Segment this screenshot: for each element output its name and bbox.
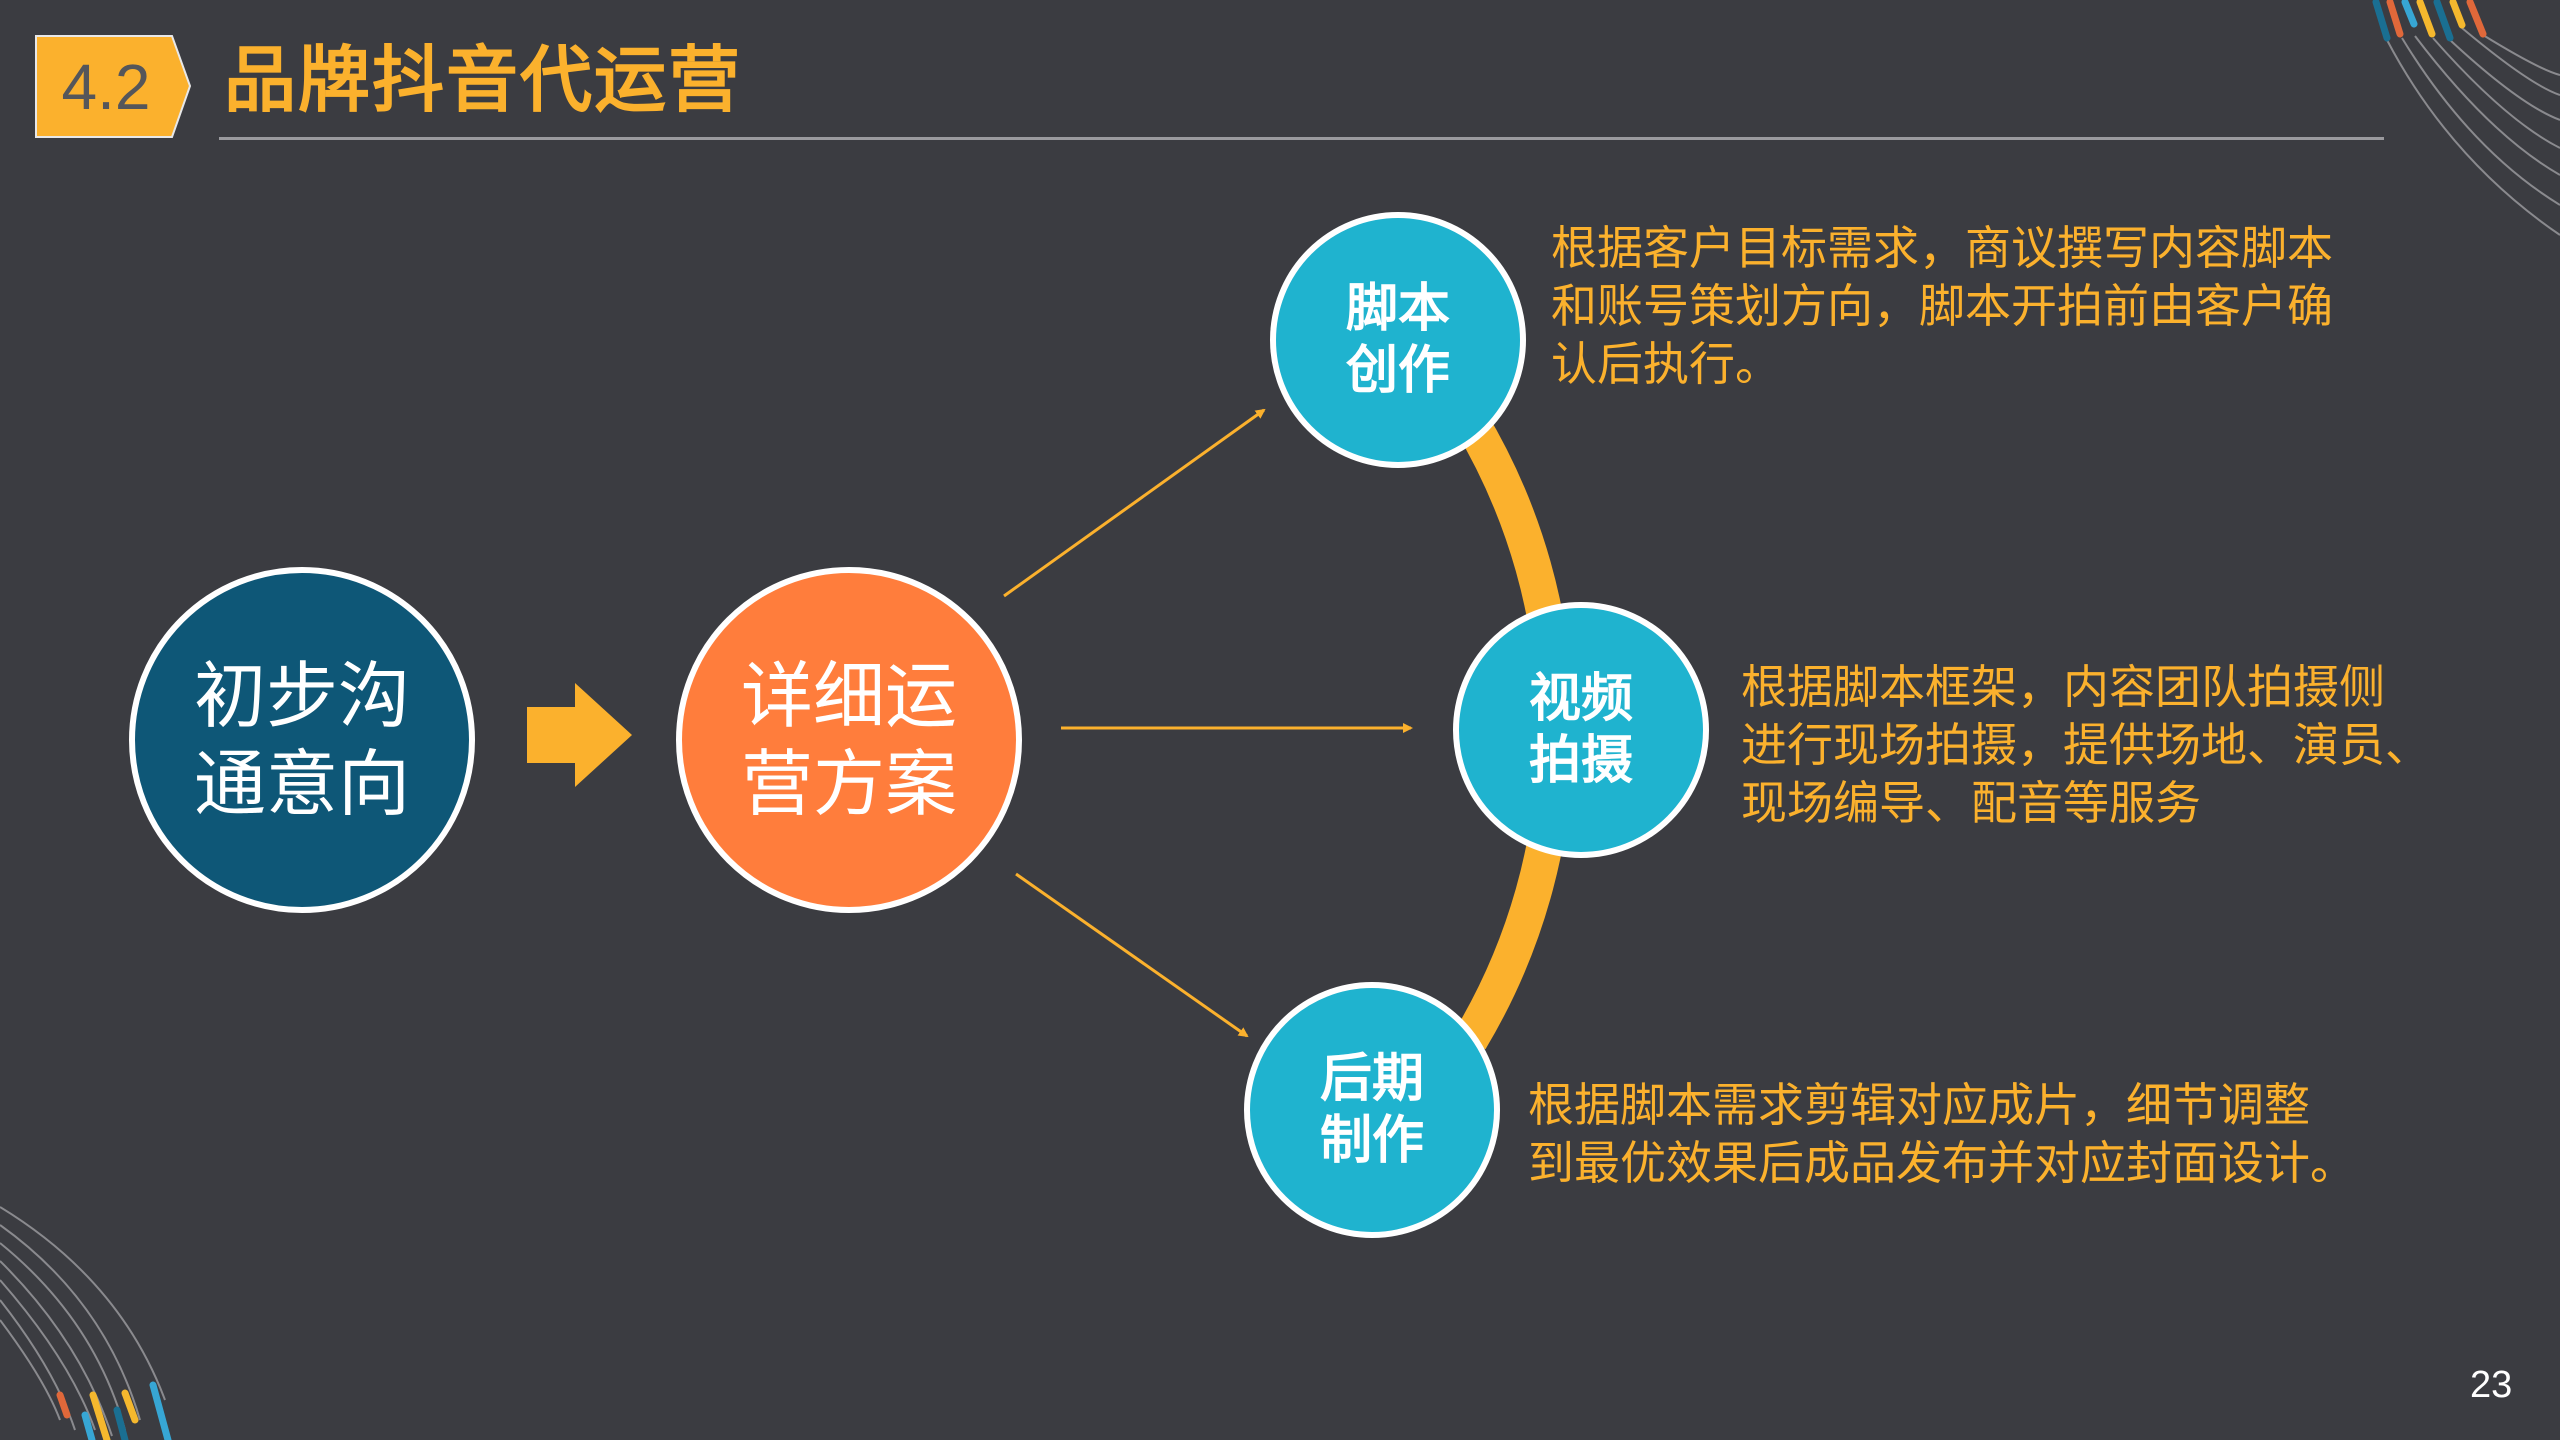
page-title: 品牌抖音代运营 — [224, 38, 743, 122]
description-line: 到最优效果后成品发布并对应封面设计。 — [1528, 1136, 2356, 1190]
step-post-description: 根据脚本需求剪辑对应成片，细节调整 到最优效果后成品发布并对应封面设计。 — [1528, 1076, 2356, 1192]
description-line: 和账号策划方向，脚本开拍前由客户确 — [1551, 279, 2333, 333]
step-shooting-description: 根据脚本框架，内容团队拍摄侧 进行现场拍摄，提供场地、演员、 现场编导、配音等服… — [1741, 658, 2431, 832]
corner-decoration-dashes-top — [2372, 0, 2487, 42]
arrow-to-script — [1003, 408, 1266, 598]
plan-label-line: 详细运 — [740, 654, 957, 738]
section-number: 4.2 — [61, 50, 151, 123]
corner-decoration-dashes-bottom — [56, 1381, 172, 1440]
description-line: 进行现场拍摄，提供场地、演员、 — [1741, 718, 2431, 772]
description-line: 根据客户目标需求，商议撰写内容脚本 — [1551, 221, 2333, 275]
step-label-line: 后期 — [1319, 1049, 1424, 1109]
page-number: 23 — [2470, 1364, 2513, 1406]
description-line: 认后执行。 — [1551, 337, 1781, 391]
step-label-line: 视频 — [1528, 669, 1633, 729]
corner-decoration-bottom-left — [0, 1206, 166, 1437]
description-line: 根据脚本框架，内容团队拍摄侧 — [1741, 660, 2385, 714]
section-badge — [35, 35, 192, 138]
start-label-line: 初步沟 — [193, 654, 410, 738]
description-line: 根据脚本需求剪辑对应成片，细节调整 — [1528, 1078, 2310, 1132]
step-label-line: 创作 — [1345, 341, 1450, 401]
step-shooting-circle: 视频拍摄 — [1453, 602, 1709, 858]
step-script-circle: 脚本创作 — [1270, 212, 1526, 468]
corner-decoration-top-right — [2386, 27, 2560, 236]
arrow-to-post — [1015, 872, 1249, 1038]
start-label-line: 通意向 — [193, 742, 410, 826]
arrow-right-icon — [527, 683, 632, 787]
step-label-line: 脚本 — [1345, 279, 1450, 339]
plan-label-line: 营方案 — [740, 742, 957, 826]
plan-circle: 详细运营方案 — [676, 567, 1022, 913]
step-label-line: 制作 — [1319, 1111, 1424, 1171]
step-post-circle: 后期制作 — [1244, 982, 1500, 1238]
start-circle: 初步沟通意向 — [129, 567, 475, 913]
description-line: 现场编导、配音等服务 — [1741, 776, 2201, 830]
step-script-description: 根据客户目标需求，商议撰写内容脚本 和账号策划方向，脚本开拍前由客户确 认后执行… — [1551, 219, 2333, 393]
title-divider — [219, 137, 2384, 140]
step-label-line: 拍摄 — [1528, 731, 1633, 791]
